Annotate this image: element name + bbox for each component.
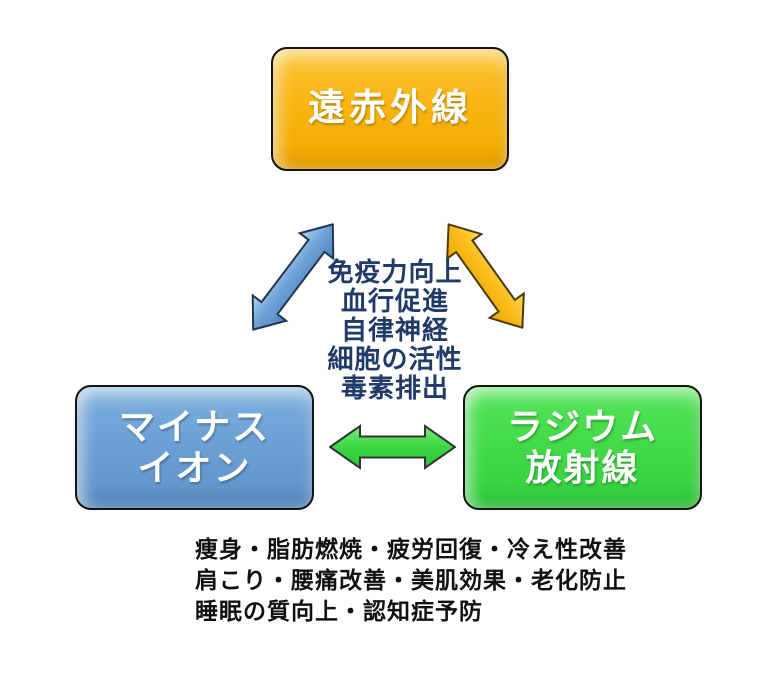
negative-ion-label: マイナス イオン xyxy=(118,407,271,488)
benefits-list: 痩身・脂肪燃焼・疲労回復・冷え性改善 肩こり・腰痛改善・美肌効果・老化防止 睡眠… xyxy=(195,534,755,627)
double-arrow-green-icon xyxy=(329,424,456,470)
effect-line: 細胞の活性 xyxy=(327,345,463,374)
benefit-line: 睡眠の質向上・認知症予防 xyxy=(195,599,483,624)
benefit-line: 肩こり・腰痛改善・美肌効果・老化防止 xyxy=(195,568,627,593)
effect-line: 免疫力向上 xyxy=(327,258,463,287)
double-arrow-orange-icon xyxy=(446,222,525,330)
far-infrared-box: 遠赤外線 xyxy=(271,47,509,171)
effect-line: 自律神経 xyxy=(340,316,449,345)
negative-ion-box: マイナス イオン xyxy=(75,385,314,510)
effect-line: 血行促進 xyxy=(340,287,449,316)
radium-radiation-label: ラジウム 放射線 xyxy=(506,407,659,488)
far-infrared-label: 遠赤外線 xyxy=(308,87,472,129)
radium-radiation-box: ラジウム 放射線 xyxy=(463,385,702,510)
effects-list: 免疫力向上 血行促進 自律神経 細胞の活性 毒素排出 xyxy=(285,258,505,403)
benefit-line: 痩身・脂肪燃焼・疲労回復・冷え性改善 xyxy=(195,537,627,562)
double-arrow-blue-icon xyxy=(251,223,335,331)
effect-line: 毒素排出 xyxy=(340,374,449,403)
